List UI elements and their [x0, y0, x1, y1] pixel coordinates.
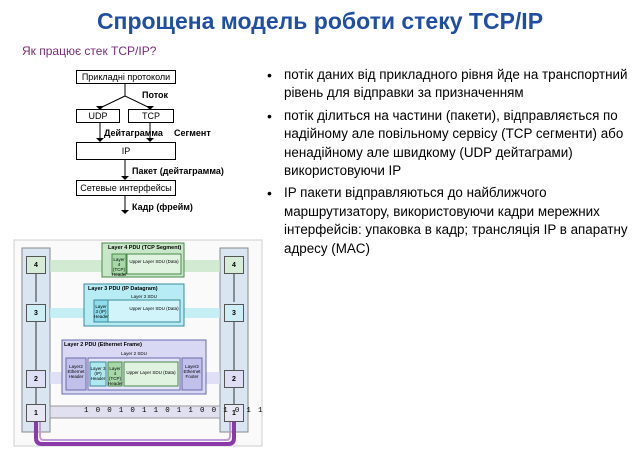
- tcp-box: TCP: [128, 109, 174, 123]
- l3-header-label: Layer 3 (IP) Header: [94, 304, 109, 319]
- l4-sdu-label: Upper Layer SDU (Data): [129, 259, 179, 264]
- segment-label: Сегмент: [174, 128, 211, 138]
- flow-label: Поток: [142, 90, 169, 100]
- packet-label: Пакет (дейтаграмма): [132, 166, 224, 176]
- bullet-item: •потік ділиться на частини (пакети), від…: [267, 107, 624, 179]
- layer-box-left-4: 4: [26, 256, 46, 274]
- bullet-item: •потік даних від прикладного рівня йде н…: [267, 67, 628, 101]
- bullet-list: •потік даних від прикладного рівня йде н…: [264, 66, 634, 262]
- frame-label: Кадр (фрейм): [132, 202, 193, 212]
- l2-sdu-title: Layer 2 SDU: [121, 351, 147, 356]
- l2-header-label: Layer2 Ethernet Header: [67, 364, 85, 379]
- bullet-item: •IP пакети відправляються до найближчого…: [267, 185, 628, 256]
- slide-subtitle: Як працює стек TCP/IP?: [22, 44, 157, 58]
- layer-box-right-3: 3: [224, 304, 244, 322]
- net-interfaces-box: Сетевые интерфейсы: [76, 180, 176, 196]
- udp-box: UDP: [76, 109, 120, 123]
- layer-box-left-3: 3: [26, 304, 46, 322]
- layer-box-right-1: 1: [224, 404, 244, 422]
- l2-l3-header-label: Layer 3 (IP) Header: [90, 366, 106, 381]
- l3-inner-sdu-label: Upper Layer SDU (Data): [129, 306, 179, 311]
- l4-header-label: Layer 4 (TCP) Header: [112, 257, 127, 277]
- l4-pdu-title: Layer 4 PDU (TCP Segment): [108, 245, 182, 251]
- app-protocols-box: Прикладні протоколи: [76, 70, 176, 84]
- slide-title: Спрощена модель роботи стеку TCP/IP: [96, 8, 544, 34]
- layer-box-right-4: 4: [224, 256, 244, 274]
- l3-sdu-title: Layer 3 SDU: [131, 294, 157, 299]
- l2-pdu-title: Layer 2 PDU (Ethernet Frame): [64, 342, 142, 348]
- layer-box-left-2: 2: [26, 370, 46, 388]
- layer-box-left-1: 1: [26, 404, 46, 422]
- datagram-label: Дейтаграмма: [104, 128, 163, 138]
- ip-box: IP: [76, 142, 176, 160]
- l3-pdu-title: Layer 3 PDU (IP Datagram): [88, 286, 158, 292]
- l2-inner-sdu-label: Upper Layer SDU (Data): [126, 370, 176, 375]
- layer-box-right-2: 2: [224, 370, 244, 388]
- bit-stream: 1 0 0 1 0 1 1 0 1 1 0 0 1 0 1 1: [84, 407, 264, 415]
- l2-footer-label: Layer2 Ethernet Footer: [183, 364, 201, 379]
- l2-l4-header-label: Layer 4 (TCP) Header: [108, 366, 123, 386]
